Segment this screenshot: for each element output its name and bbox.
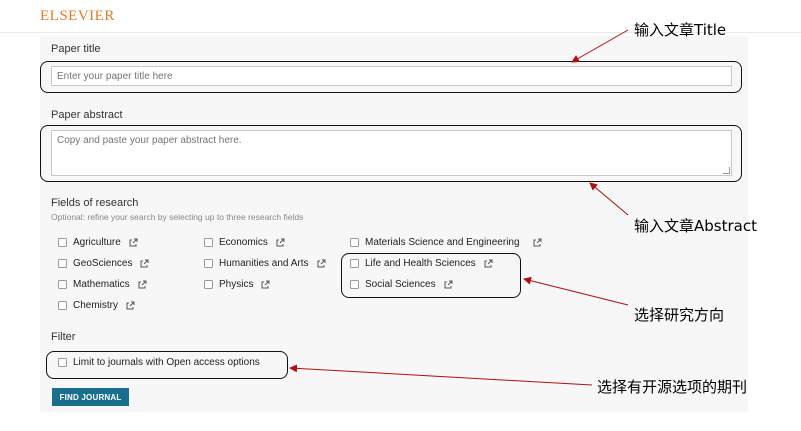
checkbox[interactable]	[58, 301, 67, 310]
checkbox[interactable]	[350, 259, 359, 268]
field-materials-science-and-engineering[interactable]: Materials Science and Engineering	[350, 237, 542, 248]
checkbox[interactable]	[204, 259, 213, 268]
header-divider	[0, 32, 801, 33]
checkbox[interactable]	[58, 280, 67, 289]
paper-abstract-wrap	[51, 130, 732, 176]
checkbox[interactable]	[58, 259, 67, 268]
field-life-and-health-sciences[interactable]: Life and Health Sciences	[350, 258, 493, 269]
external-link-icon[interactable]	[275, 238, 285, 248]
field-label: Mathematics	[73, 279, 130, 290]
field-label: Chemistry	[73, 300, 119, 311]
open-access-label: Limit to journals with Open access optio…	[73, 357, 260, 368]
open-access-filter[interactable]: Limit to journals with Open access optio…	[58, 357, 260, 368]
textarea-resize-handle[interactable]	[723, 167, 730, 174]
arrow-to-filter	[289, 364, 593, 386]
field-social-sciences[interactable]: Social Sciences	[350, 279, 453, 290]
external-link-icon[interactable]	[139, 259, 149, 269]
field-label: Social Sciences	[365, 279, 436, 290]
field-label: Physics	[219, 279, 254, 290]
field-economics[interactable]: Economics	[204, 237, 285, 248]
field-label: Agriculture	[73, 237, 121, 248]
annotation-abstract: 输入文章Abstract	[634, 217, 757, 235]
external-link-icon[interactable]	[125, 301, 135, 311]
elsevier-logo[interactable]: ELSEVIER	[40, 8, 115, 24]
field-label: Materials Science and Engineering	[365, 237, 520, 248]
annotation-fields: 选择研究方向	[634, 306, 725, 324]
journal-finder-form	[40, 36, 748, 412]
checkbox[interactable]	[204, 280, 213, 289]
field-label: Life and Health Sciences	[365, 258, 476, 269]
paper-title-label: Paper title	[51, 43, 101, 55]
annotation-filter: 选择有开源选项的期刊	[597, 378, 748, 396]
paper-abstract-textarea[interactable]	[51, 130, 732, 176]
field-label: Economics	[219, 237, 268, 248]
arrow-to-title	[571, 29, 629, 63]
checkbox[interactable]	[58, 358, 67, 367]
field-physics[interactable]: Physics	[204, 279, 270, 290]
field-mathematics[interactable]: Mathematics	[58, 279, 147, 290]
external-link-icon[interactable]	[532, 238, 542, 248]
annotation-title: 输入文章Title	[634, 21, 727, 39]
external-link-icon[interactable]	[443, 280, 453, 290]
external-link-icon[interactable]	[260, 280, 270, 290]
fields-hint: Optional: refine your search by selectin…	[51, 212, 304, 222]
checkbox[interactable]	[204, 238, 213, 247]
checkbox[interactable]	[58, 238, 67, 247]
field-agriculture[interactable]: Agriculture	[58, 237, 138, 248]
filter-label: Filter	[51, 331, 76, 343]
external-link-icon[interactable]	[316, 259, 326, 269]
field-geosciences[interactable]: GeoSciences	[58, 258, 149, 269]
field-label: Humanities and Arts	[219, 258, 309, 269]
arrow-to-abstract	[589, 182, 629, 216]
checkbox[interactable]	[350, 238, 359, 247]
find-journal-button[interactable]: FIND JOURNAL	[52, 388, 129, 406]
field-label: GeoSciences	[73, 258, 133, 269]
external-link-icon[interactable]	[483, 259, 493, 269]
paper-title-input[interactable]	[51, 66, 732, 86]
field-humanities-and-arts[interactable]: Humanities and Arts	[204, 258, 326, 269]
arrow-to-fields	[523, 276, 629, 306]
external-link-icon[interactable]	[137, 280, 147, 290]
checkbox[interactable]	[350, 280, 359, 289]
external-link-icon[interactable]	[128, 238, 138, 248]
fields-label: Fields of research	[51, 197, 139, 209]
field-chemistry[interactable]: Chemistry	[58, 300, 135, 311]
paper-abstract-label: Paper abstract	[51, 109, 123, 121]
